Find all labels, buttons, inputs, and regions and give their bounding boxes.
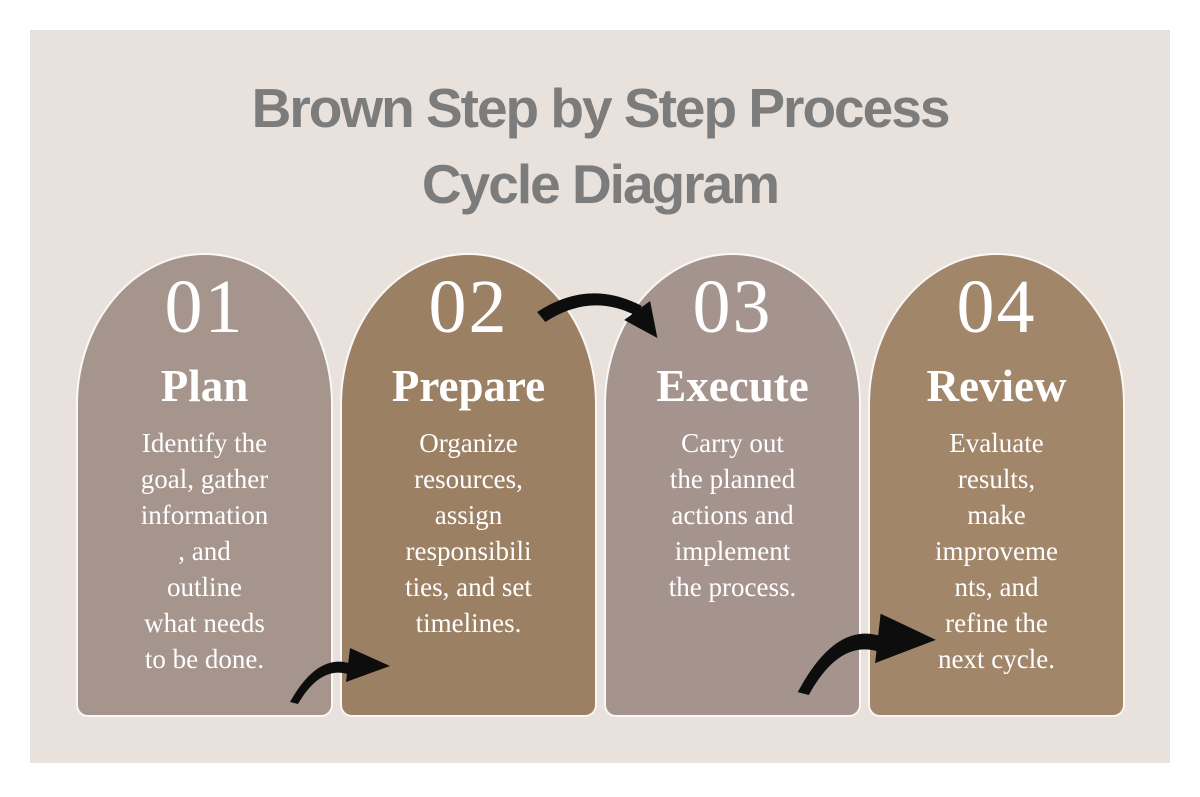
step-title: Review: [926, 361, 1067, 411]
step-description: Organize resources, assign responsibili …: [405, 428, 532, 638]
step-description: Identify the goal, gather information , …: [140, 428, 269, 674]
diagram-canvas: Brown Step by Step Process Cycle Diagram…: [30, 30, 1170, 763]
steps-row: 01 Plan Identify the goal, gather inform…: [30, 30, 1170, 763]
arrow-step1-to-step2-icon: [288, 642, 393, 704]
step-title: Prepare: [391, 361, 546, 411]
step-number: 01: [164, 265, 245, 349]
step-number: 02: [428, 265, 509, 349]
step-card-prepare: 02 Prepare Organize resources, assign re…: [342, 255, 595, 715]
step-description: Carry out the planned actions and implem…: [668, 428, 797, 602]
step-number: 03: [692, 265, 773, 349]
step-title: Plan: [160, 361, 249, 411]
diagram-title: Brown Step by Step Process Cycle Diagram: [30, 70, 1170, 222]
diagram-title-line-1: Brown Step by Step Process: [251, 77, 951, 139]
step-description: Evaluate results, make improveme nts, an…: [935, 428, 1058, 674]
step-title: Execute: [656, 361, 809, 411]
arrow-step2-to-step3-icon: [535, 276, 675, 371]
arrow-step3-to-step4-icon: [795, 605, 940, 695]
step-card-plan: 01 Plan Identify the goal, gather inform…: [78, 255, 331, 715]
diagram-title-line-2: Cycle Diagram: [421, 153, 780, 215]
step-number: 04: [956, 265, 1037, 349]
